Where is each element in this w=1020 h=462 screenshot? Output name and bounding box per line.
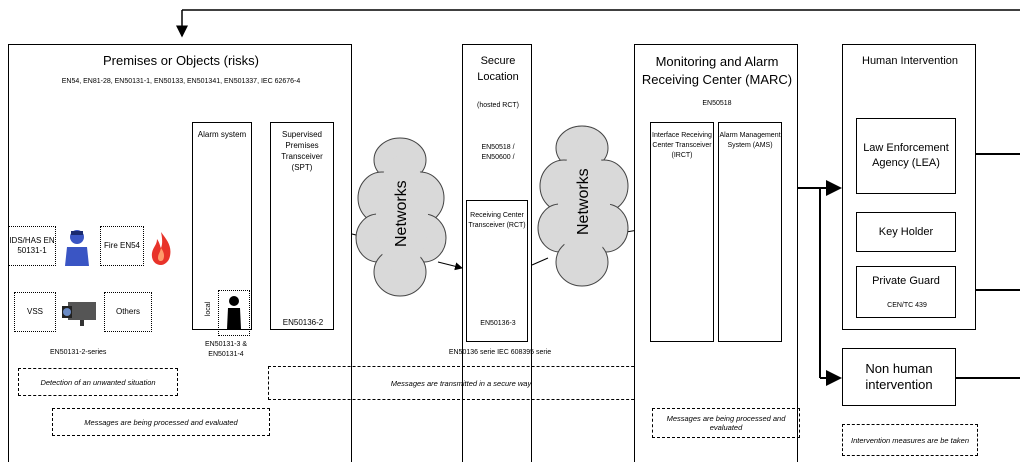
ids-has-box: IDS/HAS EN 50131-1 — [8, 226, 56, 266]
secure-standard: EN50518 / EN50600 / — [481, 144, 515, 161]
networks-label-right: Networks — [575, 168, 592, 235]
irct-label: Interface Receiving Center Transceiver (… — [652, 132, 712, 159]
local-standard: EN50131-3 & EN50131-4 — [204, 341, 248, 358]
camera-icon — [60, 296, 100, 328]
local-label: local — [205, 301, 213, 317]
private-guard-standard: CEN/TC 439 — [887, 302, 927, 309]
private-guard-label: Private Guard — [872, 275, 940, 287]
ids-has-label: IDS/HAS EN 50131-1 — [9, 236, 55, 255]
marc-processed-note: Messages are being processed and evaluat… — [652, 408, 800, 438]
rct-label: Receiving Center Transceiver (RCT) — [468, 212, 526, 229]
networks-label-left: Networks — [393, 180, 410, 247]
non-human-box: Non human intervention — [842, 348, 956, 406]
spt-standard: EN50136-2 — [282, 318, 324, 327]
key-holder-box: Key Holder — [856, 212, 956, 252]
transmission-series: EN50136 serie IEC 608395 serie — [448, 349, 552, 356]
lea-box: Law Enforcement Agency (LEA) — [856, 118, 956, 194]
spt-box: Supervised Premises Transceiver (SPT) EN… — [270, 122, 334, 330]
measures-note: Intervention measures are be taken — [842, 424, 978, 456]
marc-standard: EN50518 — [702, 100, 732, 107]
vss-label: VSS — [26, 307, 43, 316]
detection-note: Detection of an unwanted situation — [18, 368, 178, 396]
series-label: EN50131-2-series — [50, 349, 107, 356]
marc-title: Monitoring and Alarm Receiving Center (M… — [641, 54, 793, 87]
spt-label: Supervised Premises Transceiver (SPT) — [281, 130, 323, 172]
ams-box: Alarm Management System (AMS) — [718, 122, 782, 342]
premises-standards: EN54, EN81-28, EN50131-1, EN50133, EN501… — [61, 78, 301, 85]
intruder-icon — [62, 228, 92, 268]
secure-title: Secure Location — [477, 55, 519, 83]
non-human-label: Non human intervention — [865, 361, 933, 392]
key-holder-label: Key Holder — [878, 226, 934, 238]
rct-standard: EN50136-3 — [480, 320, 516, 327]
network-cloud-left — [355, 137, 447, 297]
rct-box: Receiving Center Transceiver (RCT) EN501… — [466, 200, 528, 342]
human-title: Human Intervention — [862, 55, 958, 67]
secure-hosted: (hosted RCT) — [476, 102, 519, 109]
lea-label: Law Enforcement Agency (LEA) — [863, 142, 949, 169]
network-cloud-right — [537, 125, 629, 287]
private-guard-box: Private Guard CEN/TC 439 — [856, 266, 956, 318]
fire-label: Fire EN54 — [103, 241, 140, 250]
local-control-box — [218, 290, 250, 336]
transmitted-note: Messages are transmitted in a secure way — [268, 366, 654, 400]
ams-label: Alarm Management System (AMS) — [719, 132, 781, 149]
alarm-system-label: Alarm system — [197, 130, 247, 139]
irct-box: Interface Receiving Center Transceiver (… — [650, 122, 714, 342]
person-icon — [227, 296, 241, 329]
fire-icon — [148, 230, 174, 266]
vss-box: VSS — [14, 292, 56, 332]
premises-processed-note: Messages are being processed and evaluat… — [52, 408, 270, 436]
others-box: Others — [104, 292, 152, 332]
others-label: Others — [115, 307, 140, 316]
fire-box: Fire EN54 — [100, 226, 144, 266]
premises-title: Premises or Objects (risks) — [102, 53, 260, 68]
alarm-system-box: Alarm system — [192, 122, 252, 330]
